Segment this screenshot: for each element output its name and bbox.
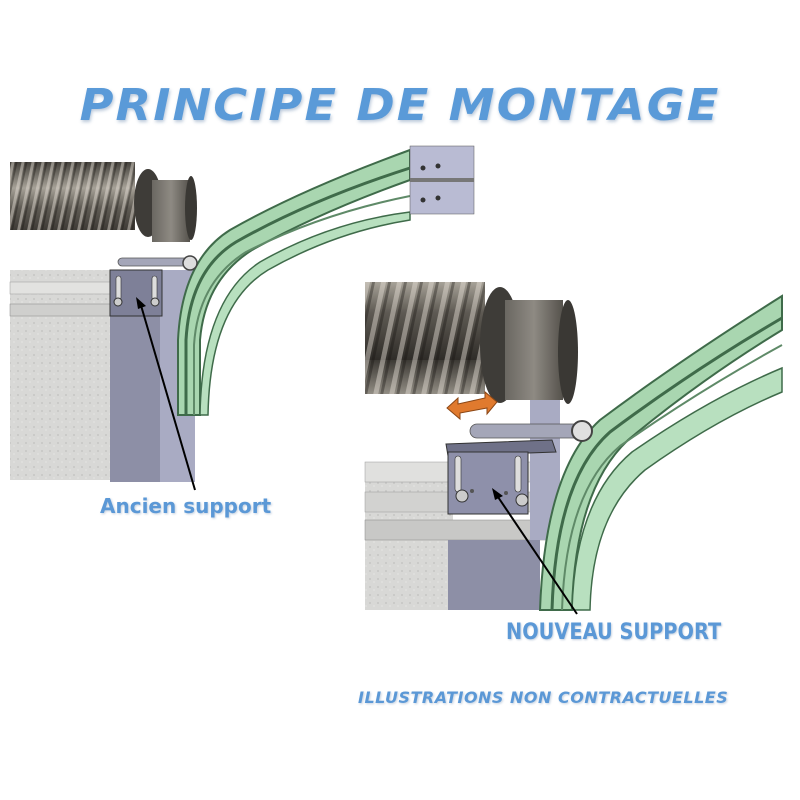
- panel-old-illustration: [9, 145, 475, 491]
- bracket-bolt: [113, 297, 123, 307]
- drum-flange: [558, 300, 578, 404]
- rail-bolt: [435, 163, 441, 169]
- drum-flange: [185, 176, 197, 240]
- track-rib: [184, 166, 411, 415]
- panel-new-illustration: [364, 282, 783, 615]
- pointer-line-new: [495, 493, 578, 615]
- pointer-arrowhead-new: [492, 488, 503, 500]
- bracket-slot: [115, 275, 122, 301]
- bracket-slot: [151, 275, 158, 301]
- new-bracket-label: NOUVEAU SUPPORT: [506, 620, 722, 645]
- pointer-line-old: [139, 301, 196, 491]
- wall: [10, 270, 110, 480]
- track-rib: [561, 344, 783, 611]
- bracket-bolt: [515, 493, 529, 507]
- pointer-arrowhead-old: [136, 297, 146, 309]
- bearing: [571, 420, 593, 442]
- track-outer: [199, 211, 411, 416]
- new-bracket: [447, 451, 529, 515]
- bracket-slot: [454, 455, 462, 493]
- rail-bolt: [420, 197, 426, 203]
- wall-lintel: [364, 519, 556, 541]
- track-rib: [550, 316, 783, 611]
- vertical-post: [110, 316, 160, 482]
- disclaimer-text: ILLUSTRATIONS NON CONTRACTUELLES: [358, 688, 729, 707]
- torsion-spring: [10, 162, 135, 230]
- adjustment-arrow-icon: [446, 390, 498, 421]
- track-rib: [193, 195, 411, 415]
- old-bracket-label: Ancien support: [100, 494, 272, 518]
- diagram-title: PRINCIPE DE MONTAGE: [79, 80, 721, 131]
- bracket-hole: [504, 491, 508, 495]
- shaft: [469, 423, 583, 439]
- shaft: [117, 257, 191, 267]
- vertical-post: [448, 540, 540, 610]
- torsion-spring: [365, 282, 485, 394]
- bracket-hole: [470, 489, 474, 493]
- track-outer: [571, 366, 783, 611]
- bearing: [182, 255, 198, 271]
- cable-drum: [152, 180, 190, 242]
- bracket-bolt: [150, 297, 160, 307]
- cable-drum: [505, 300, 563, 400]
- bracket-slot: [514, 455, 522, 493]
- rail-bolt: [435, 195, 441, 201]
- rail-edge: [410, 178, 474, 182]
- bracket-bolt: [455, 489, 469, 503]
- rail-bolt: [420, 165, 426, 171]
